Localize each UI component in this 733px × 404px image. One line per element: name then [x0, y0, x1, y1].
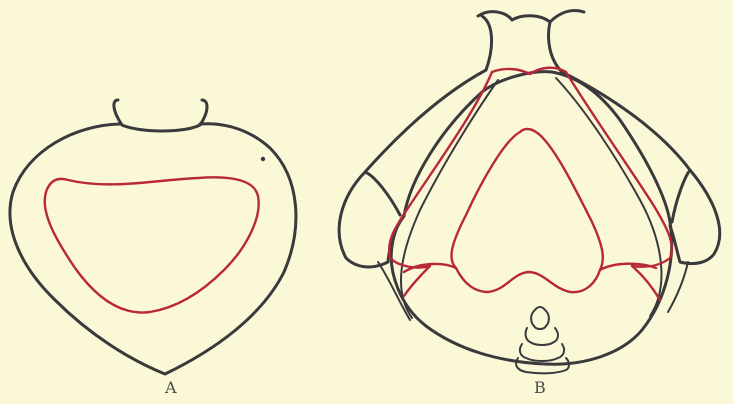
panel-b-red-left-lobe — [404, 264, 456, 296]
panel-b-lower-right-lobe — [668, 262, 688, 312]
panel-b-label: B — [534, 378, 547, 397]
panel-a-stalk — [114, 100, 207, 131]
panel-b-red-right-lobe — [600, 264, 660, 300]
panel-b-right-wing — [562, 72, 720, 264]
panel-b-red-inner-triangle — [451, 129, 602, 292]
panel-a-dot — [261, 157, 265, 161]
panel-b-stalk — [478, 10, 584, 72]
panel-b-left-wing — [339, 70, 486, 267]
panel-a-inner-red-outline — [45, 177, 259, 312]
panel-a-drawing — [10, 100, 296, 374]
panel-b-drawing — [339, 10, 720, 373]
panel-a-outer-outline — [10, 124, 296, 374]
panel-a-label: A — [165, 378, 178, 397]
